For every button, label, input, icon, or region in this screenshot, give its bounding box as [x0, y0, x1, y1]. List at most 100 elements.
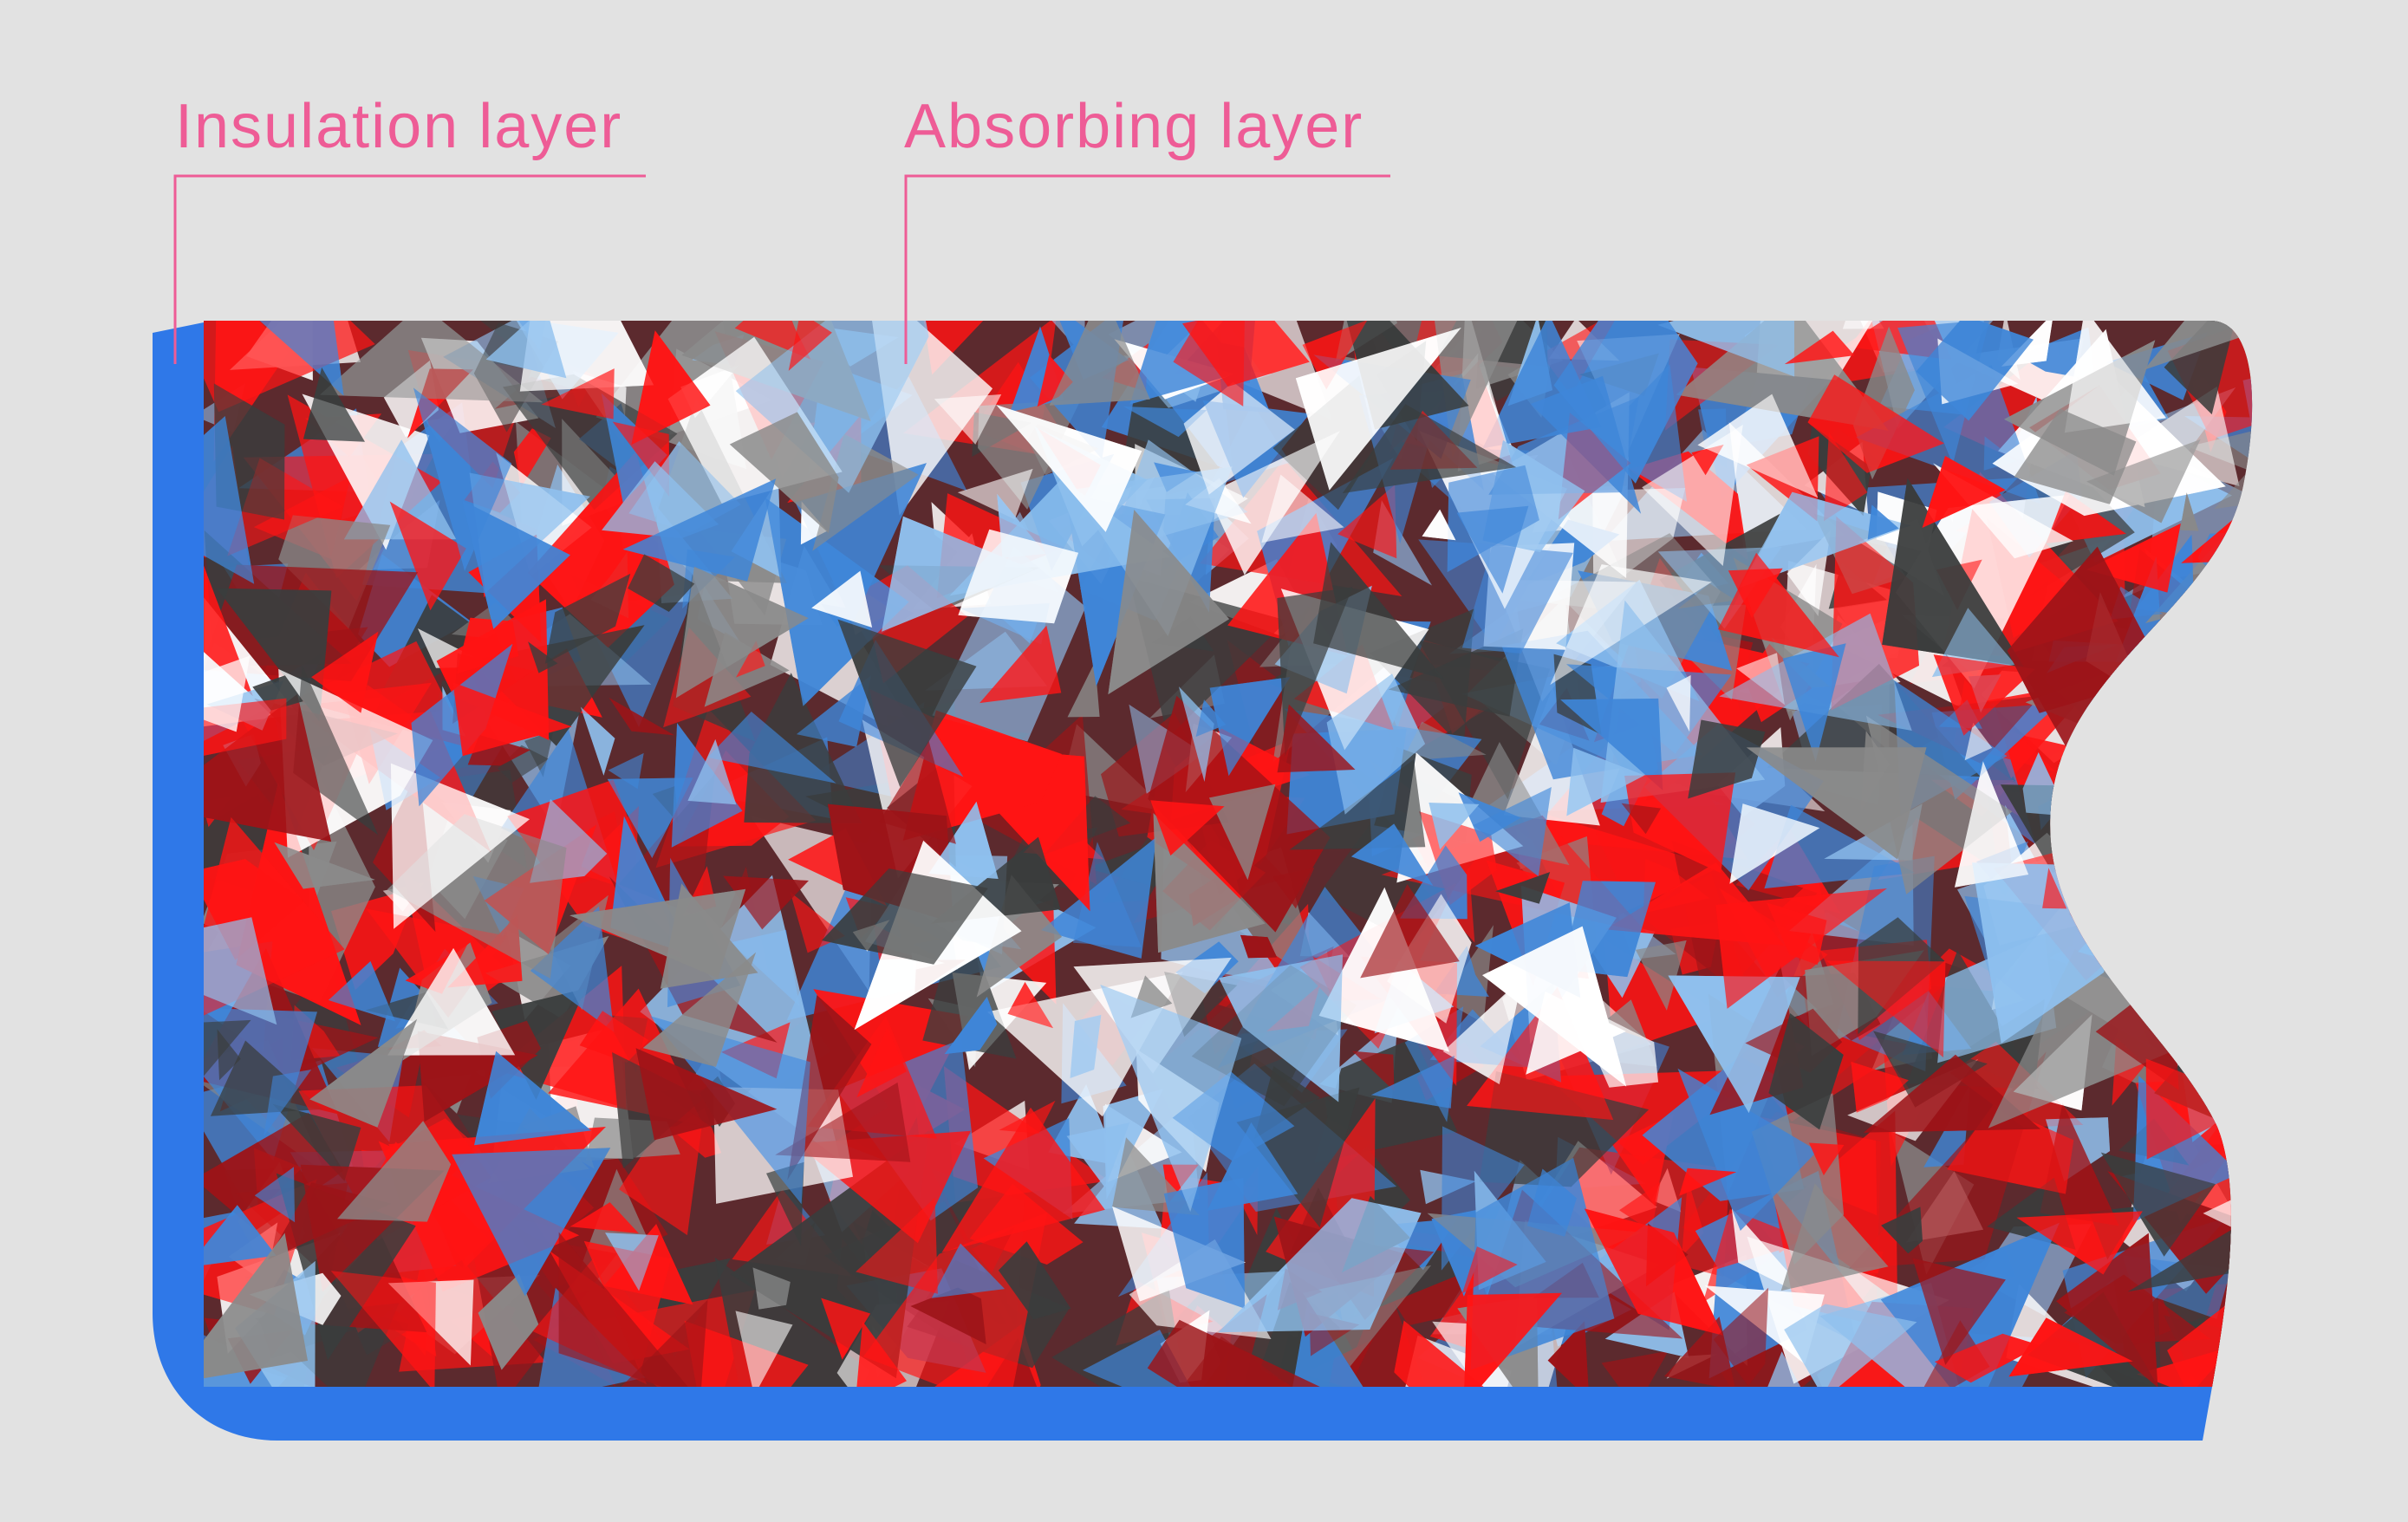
crystal-shard [2144, 614, 2253, 716]
crystal-shard [941, 1107, 1105, 1252]
crystal-shard [452, 1148, 611, 1297]
callout-absorbing-leader [904, 174, 1390, 364]
crystal-shard [1346, 321, 1483, 399]
crystal-shard [736, 641, 765, 678]
crystal-shard [343, 439, 457, 540]
crystal-shard [1402, 721, 1487, 761]
crystal-shard [2218, 584, 2253, 665]
crystal-shard [1584, 1208, 1723, 1336]
crystal-shard [1566, 747, 1645, 816]
crystal-shard [2042, 868, 2067, 909]
crystal-shard [1072, 842, 1142, 947]
crystal-shard [2100, 1152, 2216, 1257]
crystal-shard [1313, 542, 1444, 680]
crystal-shard [1922, 456, 2006, 528]
crystal-shard [1746, 747, 1927, 860]
crystal-shard [609, 698, 675, 736]
crystal-shard [605, 1233, 659, 1291]
crystal-shard [928, 801, 999, 879]
crystal-shard [478, 1273, 539, 1370]
crystal-shard [1103, 1089, 1164, 1200]
crystal-shard [528, 641, 558, 673]
crystal-shard [1679, 1168, 1737, 1196]
crystal-shard [622, 478, 777, 582]
crystal-shard [1295, 328, 1461, 491]
crystal-shard [2145, 1058, 2253, 1160]
crystal-shard [1851, 1061, 1909, 1113]
crystal-shard [204, 1233, 308, 1384]
crystal-shard [452, 682, 572, 757]
crystal-shard [1728, 568, 1783, 618]
crystal-shard [1657, 321, 1795, 377]
crystal-shard [2132, 834, 2203, 901]
crystal-shard [1826, 960, 1946, 1057]
crystal-shard [541, 368, 615, 420]
crystal-shard [979, 625, 1062, 704]
crystal-shard [1697, 394, 1819, 498]
crystal-shard [1100, 985, 1242, 1213]
crystal-shard [1070, 1014, 1102, 1078]
crystal-shard [2064, 321, 2166, 433]
crystal-shard [1218, 1198, 1422, 1333]
crystal-shard [558, 1232, 698, 1387]
crystal-shard [675, 566, 809, 699]
crystal-shard [684, 1320, 809, 1387]
crystal-shard [1873, 1031, 1988, 1108]
crystal-shard [619, 1124, 702, 1236]
crystal-shard [2150, 910, 2198, 953]
crystal-shard [1482, 321, 1602, 449]
crystal-shard [2134, 862, 2195, 910]
crystal-shard [1916, 321, 2034, 421]
crystal-shard [2175, 693, 2210, 764]
crystal-shard [1277, 704, 1356, 773]
crystal-shard [1108, 510, 1230, 695]
crystal-shard [631, 330, 711, 446]
crystal-shard [752, 1267, 791, 1310]
crystal-shard [1560, 698, 1663, 790]
crystal-shard [1007, 982, 1054, 1029]
crystal-shard [1619, 1181, 1661, 1232]
crystal-shard [204, 655, 251, 732]
crystal-shard [1808, 1142, 1845, 1176]
callout-absorbing: Absorbing layer [904, 92, 1390, 364]
crystal-shard [1350, 823, 1434, 886]
crystal-shard [1461, 1246, 1518, 1294]
crystal-shard [1207, 431, 1340, 576]
crystal-shard [934, 394, 1002, 445]
crystal-shard [1677, 583, 1735, 609]
crystal-shard [2193, 699, 2253, 768]
crystal-shard [707, 712, 836, 784]
crystal-shard [687, 738, 737, 805]
crystal-shard [1768, 1013, 1844, 1130]
crystal-shard [1881, 1207, 1923, 1254]
crystal-shard [1912, 1258, 2006, 1365]
crystal-shard [2110, 894, 2157, 931]
crystal-shard [2193, 699, 2253, 768]
crystal-shard [2195, 768, 2253, 878]
crystal-shard [1338, 1275, 1442, 1387]
crystal-shard [1049, 321, 1150, 406]
crystal-shard [2156, 723, 2203, 766]
crystal-shard [569, 1202, 639, 1233]
crystal-shard [957, 468, 1033, 520]
crystal-shard [1764, 1351, 1802, 1387]
crystal-shard [2086, 439, 2201, 524]
crystal-shard [1666, 675, 1691, 732]
crystal-shard [330, 1271, 436, 1387]
crystal-shard [2040, 1102, 2119, 1226]
crystal-shard [1547, 1321, 1590, 1387]
crystal-shard [1037, 354, 1073, 407]
crystal-shard [775, 1082, 911, 1162]
crystal-shard [2197, 993, 2250, 1038]
crystal-shard [387, 947, 516, 1056]
crystal-shard [328, 961, 395, 1022]
crystal-shard [1360, 884, 1460, 979]
crystal-shard [1066, 1122, 1130, 1188]
crystal-shard [882, 516, 1034, 632]
crystal-shard [1495, 872, 1551, 904]
crystal-shard [1083, 1330, 1211, 1387]
crystal-shard [2182, 856, 2238, 972]
crystal-shard [274, 842, 375, 889]
crystal-shard [1933, 654, 2035, 736]
